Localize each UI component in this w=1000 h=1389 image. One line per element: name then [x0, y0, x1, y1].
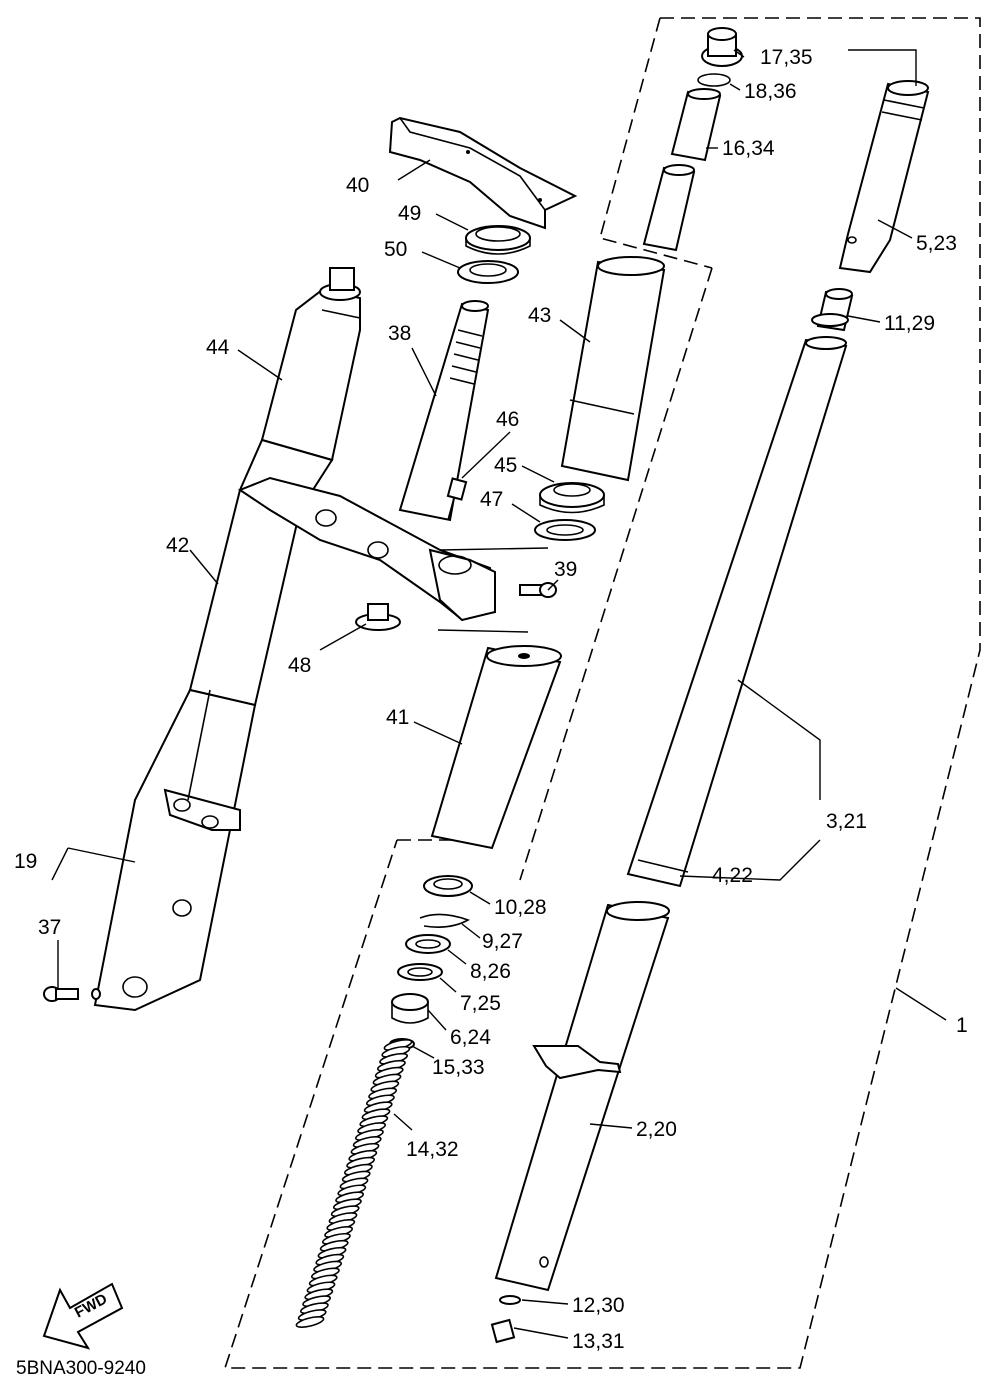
callout-50: 50: [384, 238, 407, 261]
callout-37: 37: [38, 916, 61, 939]
part-19-left-slider: [93, 688, 257, 1012]
part-9-clip: [419, 913, 470, 928]
part-38-steering-stem: [398, 300, 490, 522]
part-43-upper-cover: [560, 256, 666, 482]
callout-44: 44: [206, 336, 230, 359]
callout-19: 19: [14, 850, 37, 873]
drawing-code: 5BNA300-9240: [16, 1358, 146, 1379]
part-16-spacer: [670, 88, 722, 162]
part-8-oil-seal: [405, 934, 451, 954]
part-18-o-ring: [697, 73, 731, 87]
part-17-cap-bolt: [701, 27, 743, 67]
spacer-lower: [642, 164, 696, 252]
part-39-bolt: [519, 582, 557, 598]
assembly-outline-upper-cap: [599, 17, 713, 269]
callout-45: 45: [494, 454, 517, 477]
callout-39: 39: [554, 558, 577, 581]
part-49-bearing: [465, 225, 531, 255]
callout-9-27: 9,27: [482, 930, 523, 953]
callout-4-22: 4,22: [712, 864, 753, 887]
callout-2-20: 2,20: [636, 1118, 677, 1141]
part-7-washer: [397, 963, 443, 981]
part-13-drain-bolt: [490, 1318, 516, 1344]
callout-43: 43: [528, 304, 551, 327]
part-41-lower-cover: [430, 645, 562, 850]
part-11-taper-spindle: [811, 288, 854, 332]
callout-3-21: 3,21: [826, 810, 867, 833]
callout-8-26: 8,26: [470, 960, 511, 983]
callout-13-31: 13,31: [572, 1330, 625, 1353]
callout-5-23: 5,23: [916, 232, 957, 255]
part-5-damper-rod: [838, 80, 930, 274]
part-2-outer-tube: [494, 901, 670, 1292]
callout-1: 1: [956, 1014, 968, 1037]
callout-41: 41: [386, 706, 409, 729]
callout-10-28: 10,28: [494, 896, 547, 919]
callout-42: 42: [166, 534, 189, 557]
part-45-ring-nut: [539, 482, 605, 514]
part-47-washer: [534, 519, 596, 541]
callout-11-29: 11,29: [884, 312, 935, 335]
callout-15-33: 15,33: [432, 1056, 485, 1079]
part-37-bolt: [43, 986, 101, 1002]
part-40-cover-plate: [388, 116, 578, 230]
callout-16-34: 16,34: [722, 137, 775, 160]
part-50-seal: [457, 260, 519, 284]
spring-coil: [295, 1316, 325, 1328]
part-44-upper-cover: [260, 267, 361, 462]
callout-6-24: 6,24: [450, 1026, 491, 1049]
part-14-fork-spring: [295, 1039, 413, 1328]
part-3-inner-tube: [626, 336, 848, 888]
leader-lines: [51, 49, 947, 1339]
part-48-bolt: [355, 603, 401, 631]
callout-49: 49: [398, 202, 421, 225]
part-10-dust-seal: [423, 875, 473, 897]
callout-46: 46: [496, 408, 519, 431]
assembly-outline-fork-1: [223, 17, 981, 1369]
callout-47: 47: [480, 488, 503, 511]
callout-18-36: 18,36: [744, 80, 797, 103]
fwd-arrow-icon: FWD: [42, 1282, 124, 1350]
part-12-washer: [499, 1295, 521, 1305]
callout-7-25: 7,25: [460, 992, 501, 1015]
callout-12-30: 12,30: [572, 1294, 625, 1317]
callout-38: 38: [388, 322, 411, 345]
callout-48: 48: [288, 654, 311, 677]
callout-40: 40: [346, 174, 369, 197]
part-46-bolt: [446, 477, 468, 521]
part-6-bushing: [391, 993, 429, 1024]
callout-14-32: 14,32: [406, 1138, 459, 1161]
under-bracket: [237, 476, 549, 633]
callout-17-35: 17,35: [760, 46, 813, 69]
